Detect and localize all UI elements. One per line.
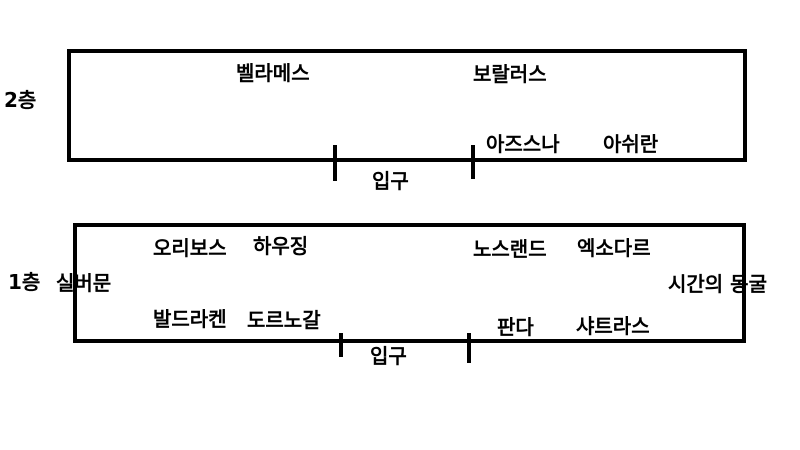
floor1-place-dornogal: 도르노갈 [247,308,321,332]
floor2-place-bellarmes: 벨라메스 [236,61,310,85]
floor2-label: 2층 [4,88,37,112]
floor2-outline [67,49,747,162]
floor1-place-orgrimmar: 오리보스 [153,236,227,260]
floor2-entrance-right-marker [471,145,475,179]
floor2-entrance-left-marker [333,145,337,181]
floor1-place-pandaria: 판다 [497,315,534,339]
floor1-place-baldrakken: 발드라켄 [153,307,227,331]
floor1-place-caverns-of-time: 시간의 동굴 [668,272,767,296]
floor2-place-azsuna: 아즈스나 [486,132,560,156]
floor1-label: 1층 [8,270,41,294]
floor1-entrance-right-marker [467,333,471,363]
floor2-place-ashran: 아쉬란 [603,132,659,156]
floor2-place-boralus: 보랄러스 [473,62,547,86]
floor2-entrance-label: 입구 [372,169,409,193]
floor1-place-nosland: 노스랜드 [473,237,547,261]
floor1-place-shattrath: 샤트라스 [576,314,650,338]
floor1-place-exodar: 엑소다르 [577,236,651,260]
floor1-outline [73,223,746,343]
floor1-place-silvermoon: 실버문 [56,271,112,295]
floor1-place-housing: 하우징 [253,234,309,258]
floor1-entrance-left-marker [339,333,343,357]
floor1-entrance-label: 입구 [370,344,407,368]
